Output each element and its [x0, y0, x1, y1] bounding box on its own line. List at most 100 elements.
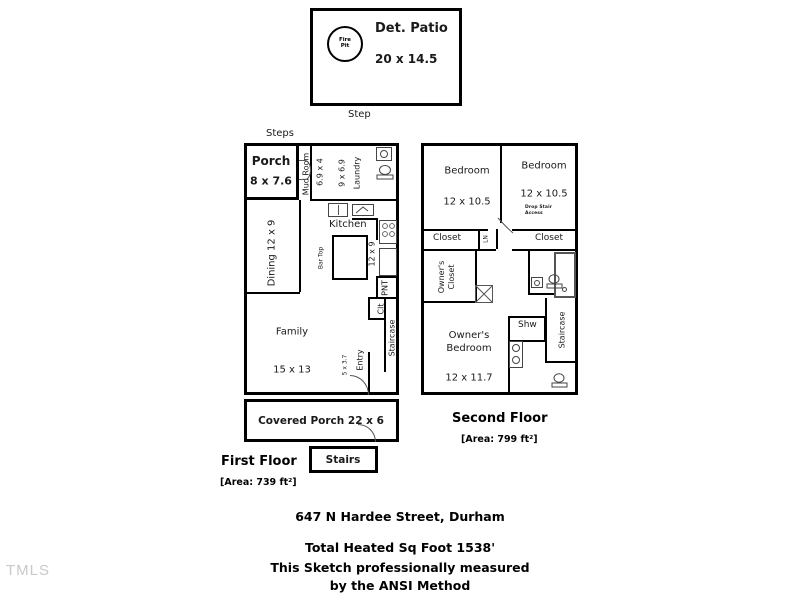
bedroom1-label: Bedroom: [444, 165, 490, 177]
hall-bath-west-wall: [528, 249, 530, 295]
vanity-basin-icon: [534, 280, 540, 286]
measurement-method-line2: by the ANSI Method: [329, 578, 471, 593]
toilet-icon-owners: [551, 373, 568, 388]
closet1-label: Closet: [433, 233, 462, 243]
first-floor-area: [Area: 739 ft²]: [220, 477, 297, 488]
laundry-dimensions: 9 x 6.9: [337, 159, 347, 187]
kitchen-appliance-glyph: [355, 206, 369, 214]
dining-label: Dining 12 x 9: [266, 219, 278, 287]
first-floor-name: First Floor: [221, 454, 297, 469]
kitchen-dimensions: 12 x 9: [367, 241, 377, 267]
mudroom-divider: [310, 143, 312, 200]
toilet-icon-upper: [546, 274, 563, 289]
entry-east-wall: [368, 352, 370, 395]
owners-closet-east-wall: [475, 249, 477, 302]
shower-north-wall: [508, 316, 545, 318]
pnt-north-wall: [376, 276, 399, 278]
stove-burners-icon: [382, 223, 395, 237]
fire-pit-icon: Fire Pit: [327, 26, 363, 62]
hall-bath-south-wall: [528, 293, 578, 295]
closet2-north-wall: [512, 229, 578, 231]
second-staircase-south-wall: [545, 361, 578, 363]
kitchen-counter-wall: [352, 218, 378, 220]
drop-stair-access-line1: Drop Stair: [525, 205, 553, 210]
pnt-label: PNT: [380, 280, 390, 296]
kitchen-appliance-icon: [352, 204, 374, 216]
first-floor-steps-label: Steps: [266, 128, 294, 139]
washer-drum-icon: [380, 150, 388, 158]
family-label: Family: [275, 326, 309, 338]
kitchen-sink-split: [338, 205, 339, 215]
stairs-box: [309, 446, 378, 473]
shower-label: Shw: [518, 320, 537, 330]
fire-pit-label-line1: Fire: [338, 37, 352, 44]
family-dimensions: 15 x 13: [273, 364, 311, 376]
second-floor-staircase-label: Staircase: [557, 311, 567, 349]
pnt-west-wall: [376, 276, 378, 298]
stairs-label: Stairs: [325, 453, 361, 466]
owners-bedroom-line2: Bedroom: [446, 343, 492, 354]
dining-east-wall: [299, 200, 301, 292]
total-heated-sqft: Total Heated Sq Foot 1538': [304, 540, 496, 555]
closet1-south-wall: [421, 249, 496, 251]
drop-stair-access-label: Drop Stair Access: [525, 205, 552, 216]
owners-closet-line2: Closet: [447, 264, 456, 290]
owners-bedroom-line1: Owner's: [448, 330, 490, 341]
kitchen-island: [332, 235, 368, 280]
vanity-basin-1-icon: [512, 344, 520, 352]
clt-south-wall: [368, 318, 384, 320]
bedroom-door-arc-left: [497, 217, 514, 234]
bedroom2-dimensions: 12 x 10.5: [520, 188, 568, 200]
mudroom-dimensions: 6.9 x 4: [315, 158, 325, 186]
owners-closet-access-icon: [475, 285, 493, 303]
second-staircase-west-wall: [545, 298, 547, 363]
porch-dimensions: 8 x 7.6: [250, 174, 292, 188]
owners-bath-door-jamb: [508, 380, 510, 395]
dining-south-wall: [244, 292, 300, 294]
owners-bedroom-label: Owner's Bedroom: [446, 329, 491, 355]
second-floor-outline: [421, 143, 578, 395]
detached-patio-dimensions: 20 x 14.5: [375, 52, 438, 66]
owners-bedroom-dimensions: 12 x 11.7: [445, 372, 493, 384]
first-floor-staircase-label: Staircase: [387, 319, 397, 357]
owners-closet-south-wall: [421, 301, 477, 303]
measurement-method-line1: This Sketch professionally measured: [270, 560, 530, 575]
laundry-label: Laundry: [352, 156, 362, 190]
mudroom-door-arc: [299, 160, 311, 180]
kitchen-label: Kitchen: [329, 219, 367, 230]
closet1-east-wall: [478, 229, 480, 249]
second-floor-name: Second Floor: [452, 411, 548, 426]
entry-label: Entry: [355, 349, 365, 371]
closet-band-north-wall-left: [421, 229, 488, 231]
detached-patio-outline: [310, 8, 462, 106]
first-floor-outline: [244, 143, 399, 395]
drop-stair-access-line2: Access: [525, 210, 543, 216]
closet2-label: Closet: [535, 233, 564, 243]
property-address: 647 N Hardee Street, Durham: [295, 509, 505, 524]
entry-dimensions: 5 x 3.7: [341, 354, 349, 376]
owners-closet-label: Owner's Closet: [437, 261, 457, 294]
stove-icon: [379, 220, 397, 244]
closet2-south-wall: [512, 249, 578, 251]
patio-step-label: Step: [348, 109, 371, 120]
tmls-watermark: TMLS: [6, 562, 51, 579]
toilet-icon: [376, 165, 394, 180]
shower-south-wall: [508, 340, 545, 342]
vanity-basin-2-icon: [512, 356, 520, 364]
refrigerator-icon: [379, 248, 397, 276]
covered-porch-label: Covered Porch 22 x 6: [258, 414, 384, 427]
laundry-south-wall: [310, 199, 399, 201]
kitchen-east-jog: [376, 218, 378, 240]
linen-east-wall: [496, 229, 498, 249]
staircase-west-wall: [384, 297, 386, 372]
detached-patio-title: Det. Patio: [375, 21, 448, 36]
bathtub-drain-icon: [562, 287, 567, 292]
porch-label: Porch: [251, 154, 291, 169]
bedroom1-dimensions: 12 x 10.5: [443, 196, 491, 208]
linen-closet-label: LN: [482, 235, 490, 243]
covered-porch-outline: [244, 399, 399, 442]
bedroom2-label: Bedroom: [521, 160, 567, 172]
owners-closet-line1: Owner's: [437, 260, 446, 294]
bedroom-divider-wall: [500, 143, 502, 223]
